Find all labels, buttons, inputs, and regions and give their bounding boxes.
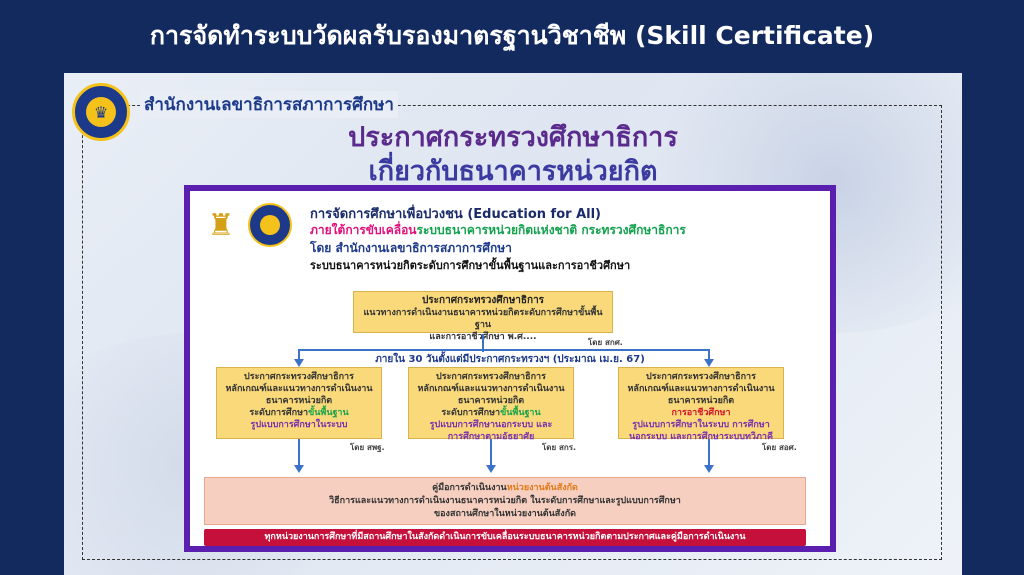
doc-header-line2-b: ระบบธนาคารหน่วยกิตแห่งชาติ กระทรวงศึกษาธ…: [416, 223, 686, 237]
connector-line: [490, 439, 492, 465]
box-line: รูปแบบการศึกษาในระบบ: [250, 420, 348, 430]
doc-header-line4: ระบบธนาคารหน่วยกิตระดับการศึกษาขั้นพื้นฐ…: [310, 259, 631, 272]
page-title: การจัดทำระบบวัดผลรับรองมาตรฐานวิชาชีพ (S…: [149, 21, 875, 50]
arrow-down-icon: [294, 359, 304, 367]
guide-line2: วิธีการและแนวทางการดำเนินงานธนาคารหน่วยก…: [329, 496, 681, 506]
operation-manual-box: คู่มือการดำเนินงานหน่วยงานต้นสังกัด วิธี…: [204, 477, 806, 525]
onec-small-logo-icon: [248, 203, 292, 247]
box-line: ระดับการศึกษาขั้นพื้นฐาน: [441, 408, 541, 418]
connector-line: [708, 349, 710, 361]
box-line: ธนาคารหน่วยกิต: [667, 396, 735, 406]
box-line: หลักเกณฑ์และแนวทางการดำเนินงาน: [417, 384, 565, 394]
connector-line: [298, 439, 300, 465]
timeline-label: ภายใน 30 วันตั้งแต่มีประกาศกระทรวงฯ (ประ…: [320, 352, 700, 367]
box-line: หลักเกณฑ์และแนวทางการดำเนินงาน: [627, 384, 775, 394]
box-line: การศึกษาตามอัธยาศัย: [447, 432, 535, 442]
announcement-document: ♜ การจัดการศึกษาเพื่อปวงชน (Education fo…: [184, 185, 836, 552]
doc-header-line2-a: ภายใต้การขับเคลื่อน: [310, 223, 417, 237]
action-banner: ทุกหน่วยงานการศึกษาที่มีสถานศึกษาในสังกั…: [204, 529, 806, 546]
top-box-line1: แนวทางการดำเนินงานธนาคารหน่วยกิตระดับการ…: [363, 308, 603, 330]
box-line: ธนาคารหน่วยกิต: [457, 396, 525, 406]
arrow-down-icon: [704, 359, 714, 367]
box-title: ประกาศกระทรวงศึกษาธิการ: [436, 372, 546, 382]
box-by: โดย สกร.: [542, 443, 577, 452]
box-title: ประกาศกระทรวงศึกษาธิการ: [244, 372, 354, 382]
top-box-title: ประกาศกระทรวงศึกษาธิการ: [421, 295, 545, 306]
connector-line: [298, 349, 710, 351]
box-line: รูปแบบการศึกษาในระบบ การศึกษา: [632, 420, 770, 430]
onec-logo-icon: ♛: [72, 83, 130, 141]
arrow-down-icon: [294, 465, 304, 473]
connector-line: [708, 439, 710, 465]
connector-line: [298, 349, 300, 361]
box-line: หลักเกณฑ์และแนวทางการดำเนินงาน: [225, 384, 373, 394]
top-announcement-box: ประกาศกระทรวงศึกษาธิการ แนวทางการดำเนินง…: [353, 291, 613, 342]
office-name: สำนักงานเลขาธิการสภาการศึกษา: [140, 91, 398, 118]
doc-header-line3: โดย สำนักงานเลขาธิการสภาการศึกษา: [310, 241, 512, 255]
box-line: ระดับการศึกษาขั้นพื้นฐาน: [249, 408, 349, 418]
dashed-frame: [82, 105, 942, 560]
headline-line1: ประกาศกระทรวงศึกษาธิการ: [348, 122, 678, 153]
guide-line1: คู่มือการดำเนินงานหน่วยงานต้นสังกัด: [432, 483, 578, 493]
box-line: การอาชีวศึกษา: [671, 408, 731, 418]
arrow-down-icon: [704, 465, 714, 473]
headline-line2: เกี่ยวกับธนาคารหน่วยกิต: [368, 156, 658, 187]
box-title: ประกาศกระทรวงศึกษาธิการ: [646, 372, 756, 382]
box-by: โดย สพฐ.: [350, 443, 385, 452]
box-by: โดย สอศ.: [762, 443, 797, 452]
doc-header-line1: การจัดการศึกษาเพื่อปวงชน (Education for …: [310, 207, 601, 222]
connector-line: [482, 334, 484, 358]
top-box-by: โดย สกศ.: [588, 338, 623, 347]
doc-header-line2: ภายใต้การขับเคลื่อนระบบธนาคารหน่วยกิตแห่…: [310, 221, 686, 240]
box-line: นอกระบบ และการศึกษาระบบทวิภาคี: [629, 432, 773, 442]
slide: ♛ สำนักงานเลขาธิการสภาการศึกษา ประกาศกระ…: [64, 73, 962, 575]
basic-education-box: ประกาศกระทรวงศึกษาธิการ หลักเกณฑ์และแนวท…: [216, 367, 382, 439]
ministry-emblem-icon: ♜: [207, 207, 235, 243]
non-formal-education-box: ประกาศกระทรวงศึกษาธิการ หลักเกณฑ์และแนวท…: [408, 367, 574, 442]
arrow-down-icon: [486, 465, 496, 473]
guide-line3: ของสถานศึกษาในหน่วยงานต้นสังกัด: [434, 509, 576, 519]
vocational-education-box: ประกาศกระทรวงศึกษาธิการ หลักเกณฑ์และแนวท…: [618, 367, 784, 442]
box-line: ธนาคารหน่วยกิต: [265, 396, 333, 406]
box-line: รูปแบบการศึกษานอกระบบ และ: [429, 420, 553, 430]
